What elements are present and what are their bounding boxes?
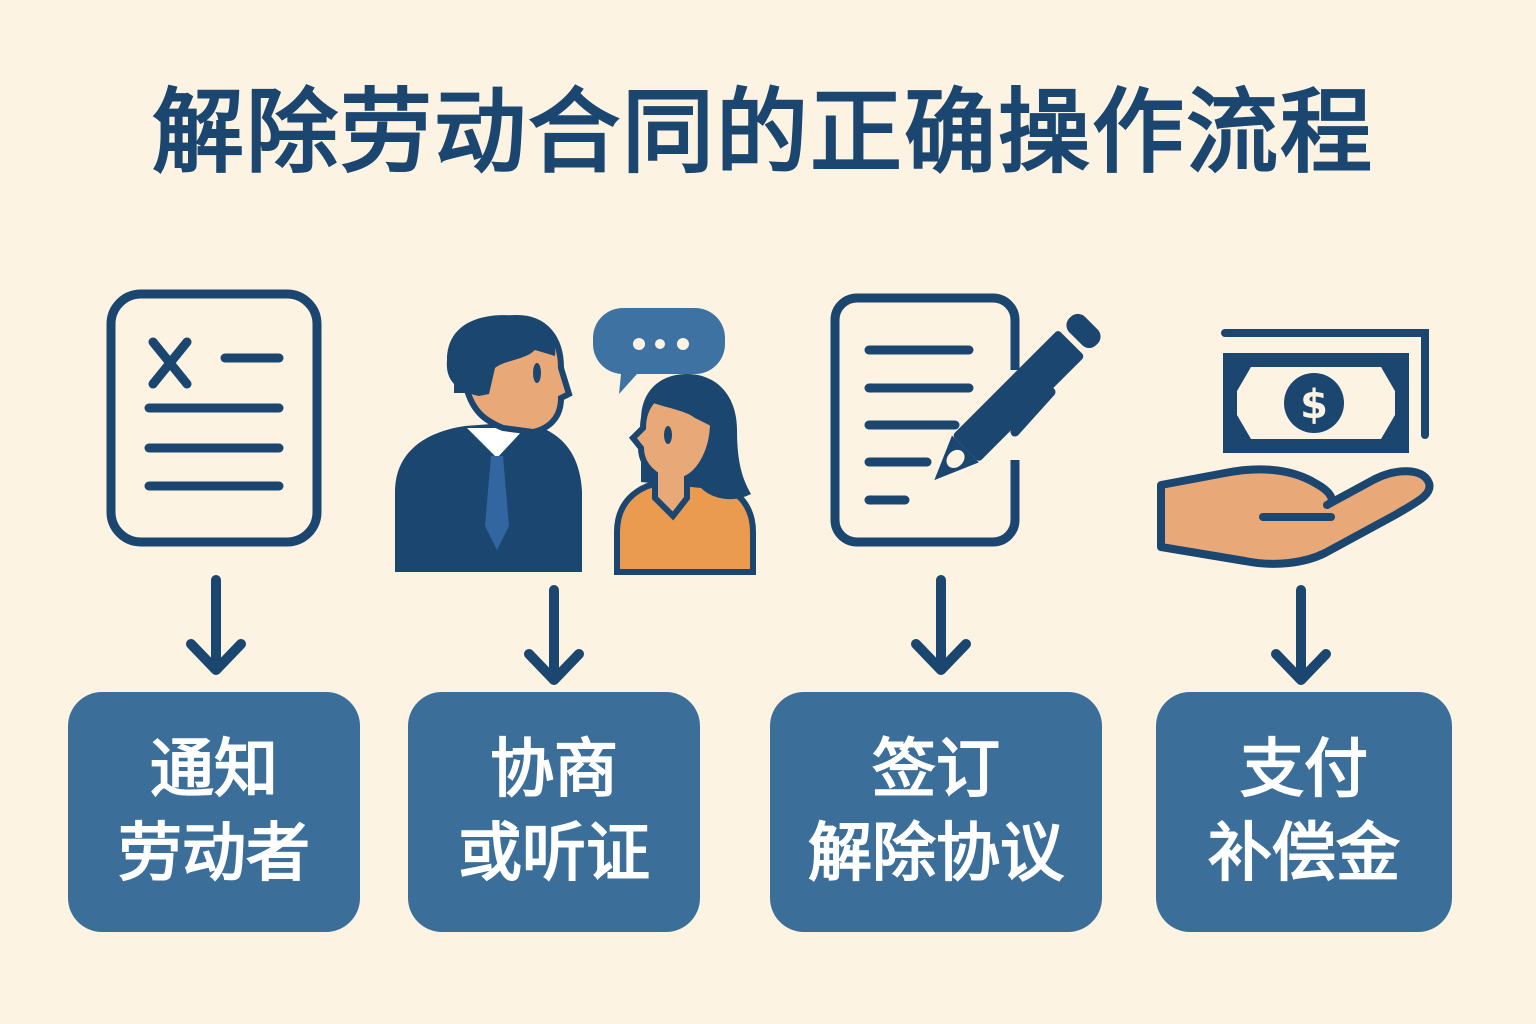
step-sign-agreement: 签订 解除协议	[770, 692, 1102, 932]
woman-figure	[614, 374, 756, 575]
hand-money-icon: $	[1157, 329, 1434, 568]
conversation-people-icon	[395, 308, 756, 575]
arrow-down-icon	[911, 575, 971, 675]
step-notify-employee: 通知 劳动者	[68, 692, 360, 932]
page-title: 解除劳动合同的正确操作流程	[152, 79, 1375, 186]
step-label-line2: 或听证	[458, 817, 650, 891]
step-negotiate-hearing: 协商 或听证	[408, 692, 700, 932]
arrow-down-icon	[186, 575, 246, 675]
step-label-line2: 劳动者	[118, 817, 310, 891]
document-sign-pen-icon	[830, 293, 1101, 547]
arrow-down-icon	[524, 585, 584, 685]
step-label-line1: 通知	[150, 733, 278, 807]
arrow-down-icon	[1271, 585, 1331, 685]
speech-bubble-icon	[592, 308, 725, 394]
step-label-line1: 支付	[1240, 733, 1368, 807]
step-label-line1: 协商	[490, 733, 618, 807]
step-label-line2: 补偿金	[1208, 817, 1400, 891]
svg-text:$: $	[1300, 382, 1328, 428]
step-pay-compensation: 支付 补偿金	[1156, 692, 1452, 932]
man-figure	[395, 314, 582, 572]
step-label-line2: 解除协议	[808, 817, 1064, 891]
document-x-icon	[106, 289, 322, 547]
step-label-line1: 签订	[872, 733, 1000, 807]
